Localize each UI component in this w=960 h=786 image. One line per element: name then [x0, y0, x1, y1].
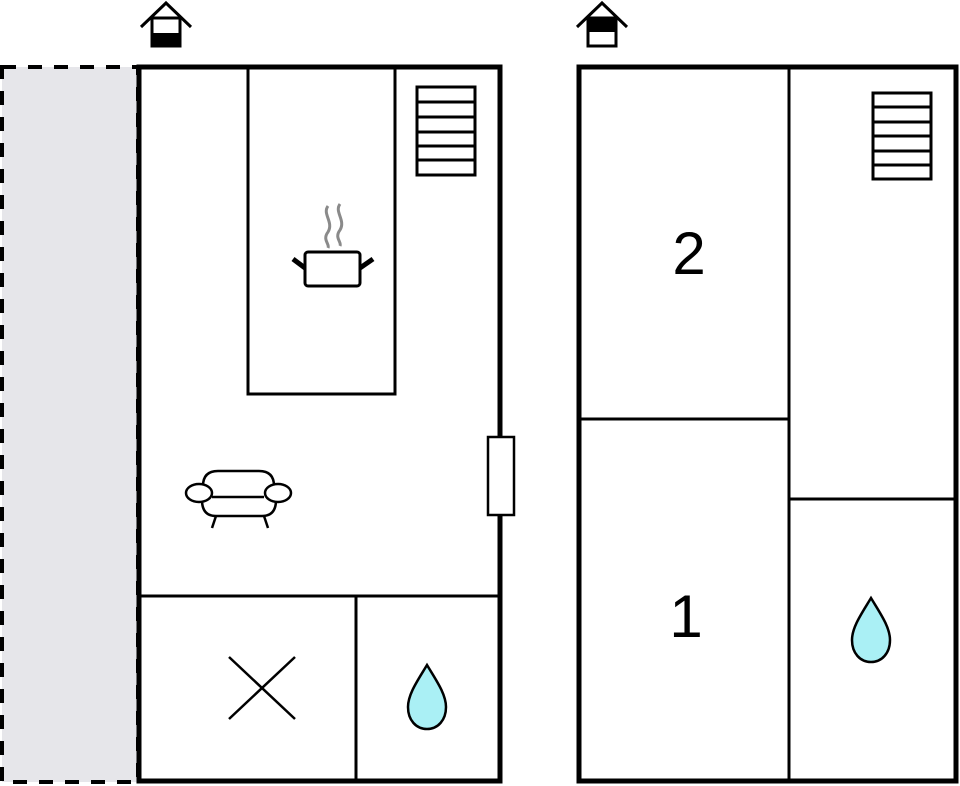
house-ground-floor-icon [139, 0, 193, 48]
bedroom-2-label: 2 [672, 220, 705, 287]
kitchen-room [246, 65, 397, 396]
water-drop-icon [850, 595, 892, 664]
first-floor-outline [576, 64, 959, 784]
ground-floor [0, 0, 516, 784]
door-icon [486, 435, 516, 517]
terrace-area [0, 65, 140, 784]
stairs-icon [871, 91, 933, 181]
stairs-icon [415, 85, 477, 177]
house-first-floor-icon [575, 0, 629, 48]
armchair-icon [184, 469, 293, 529]
first-floor: 2 1 [575, 0, 959, 784]
cross-icon [228, 656, 296, 720]
cooking-pot-icon [291, 203, 375, 288]
bedroom-1-label: 1 [669, 583, 702, 650]
water-drop-icon [406, 662, 448, 731]
